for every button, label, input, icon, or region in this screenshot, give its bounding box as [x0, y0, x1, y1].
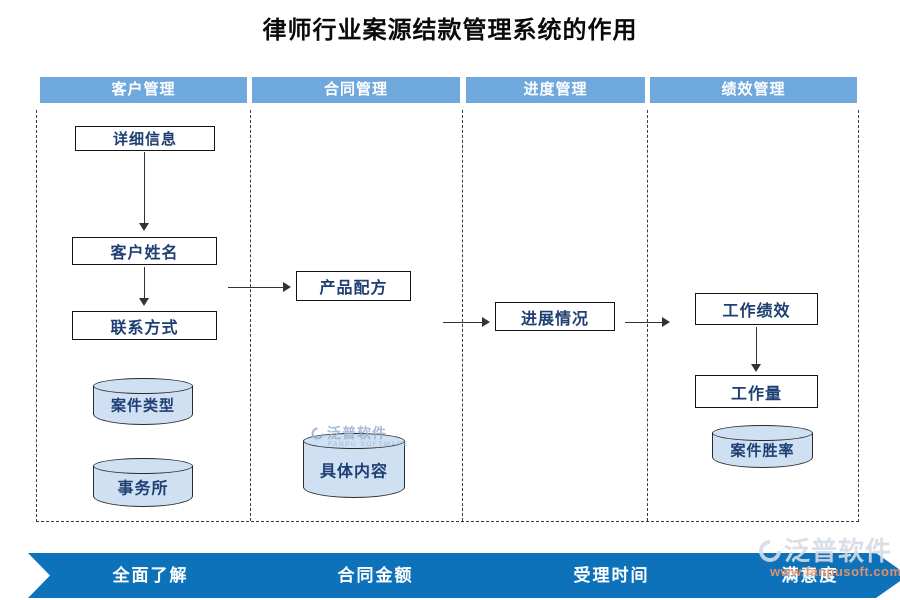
swimlane-divider: [250, 110, 251, 521]
column-header-progress-management: 进度管理: [466, 77, 645, 103]
cylinder-label: 案件胜率: [730, 441, 795, 459]
arrowhead-icon: [751, 364, 761, 377]
watermark-fanpu-corner: 泛普软件 www.fanpusoft.com: [758, 538, 900, 578]
watermark-url: www.fanpusoft.com: [770, 564, 900, 579]
ribbon-step-overall-understanding: 全面了解: [28, 553, 263, 598]
page-title: 律师行业案源结款管理系统的作用: [262, 15, 638, 44]
cylinder-case-type: 案件类型: [93, 378, 193, 425]
arrow-contract-to-progress-icon: [443, 317, 490, 327]
cylinder-top: [93, 378, 193, 394]
node-detail-info: 详细信息: [75, 126, 215, 151]
cylinder-top: [712, 425, 813, 441]
node-customer-name: 客户姓名: [72, 237, 217, 265]
node-label: 客户姓名: [110, 245, 179, 262]
arrowhead-icon: [482, 317, 495, 327]
node-label: 产品配方: [319, 280, 388, 297]
node-label: 工作量: [730, 385, 782, 403]
node-progress-status: 进展情况: [495, 302, 615, 331]
node-label: 联系方式: [110, 319, 179, 337]
arrow-detail-to-name-icon: [139, 152, 149, 231]
column-header-performance-management: 绩效管理: [650, 77, 857, 103]
swimlane-divider: [647, 110, 648, 521]
node-label: 工作绩效: [722, 303, 791, 320]
arrow-performance-to-workload-icon: [751, 327, 761, 372]
cylinder-top: [303, 433, 405, 449]
cylinder-specific-content: 具体内容: [303, 433, 405, 498]
node-product-formula: 产品配方: [296, 271, 411, 301]
arrow-progress-to-performance-icon: [625, 317, 670, 327]
node-contact-method: 联系方式: [72, 311, 217, 340]
arrow-customer-to-contract-icon: [228, 282, 291, 292]
watermark-name: 泛普软件: [784, 536, 893, 566]
swimlane-divider: [462, 110, 463, 521]
arrowhead-icon: [139, 223, 149, 236]
cylinder-label: 具体内容: [319, 462, 388, 480]
watermark-subtext: FANPU SOFTWARE: [328, 441, 410, 448]
column-header-contract-management: 合同管理: [252, 77, 460, 103]
watermark-name: 泛普软件: [327, 425, 387, 441]
swimlane-frame: [36, 110, 859, 522]
bottom-ribbon: 全面了解 合同金额 受理时间 满意度: [28, 553, 894, 598]
cylinder-case-win-rate: 案件胜率: [712, 425, 813, 468]
ribbon-step-contract-amount: 合同金额: [226, 553, 511, 598]
arrowhead-icon: [283, 282, 296, 292]
cylinder-label: 事务所: [117, 479, 169, 497]
node-label: 详细信息: [112, 131, 177, 148]
arrowhead-icon: [662, 317, 675, 327]
cylinder-body: [303, 441, 405, 498]
fanpu-logo-icon: [759, 540, 781, 562]
column-header-customer-management: 客户管理: [40, 77, 247, 103]
fanpu-logo-icon: [311, 427, 324, 439]
ribbon-step-acceptance-time: 受理时间: [473, 553, 736, 598]
node-work-performance: 工作绩效: [695, 293, 818, 325]
arrowhead-icon: [139, 298, 149, 311]
cylinder-top: [93, 458, 193, 474]
node-workload: 工作量: [695, 375, 818, 408]
watermark-fanpu-cylinder: 泛普软件 FANPU SOFTWARE: [311, 426, 411, 449]
cylinder-law-firm: 事务所: [93, 458, 193, 507]
cylinder-label: 案件类型: [110, 396, 175, 414]
node-label: 进展情况: [520, 310, 589, 328]
arrow-name-to-contact-icon: [139, 267, 149, 306]
ribbon-step-satisfaction: 满意度: [698, 553, 900, 598]
